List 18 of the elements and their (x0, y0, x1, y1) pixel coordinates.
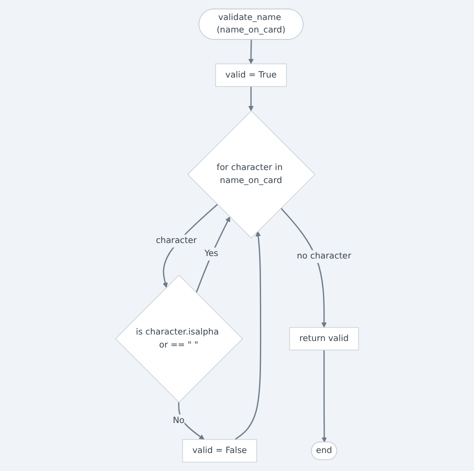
arrow (178, 402, 204, 440)
terminal-node: validate_name (name_on_card) (198, 8, 304, 40)
arrow (248, 40, 254, 64)
arrow (280, 208, 327, 328)
edge-label: character (156, 236, 197, 246)
process-box: valid = True (215, 64, 287, 87)
arrow (196, 216, 230, 293)
edge-label: no character (296, 251, 352, 262)
arrow (322, 350, 327, 442)
edge-label: No (172, 416, 185, 426)
decision-diamond: for character in name_on_card (187, 110, 316, 238)
edge-label: Yes (204, 248, 218, 259)
arrow (248, 86, 254, 112)
process-box: valid = False (182, 439, 257, 462)
process-box: return valid (289, 327, 359, 350)
arrow (234, 231, 262, 440)
decision-diamond: is character.isalpha or == " " (115, 274, 243, 403)
terminal-node: end (311, 442, 338, 460)
